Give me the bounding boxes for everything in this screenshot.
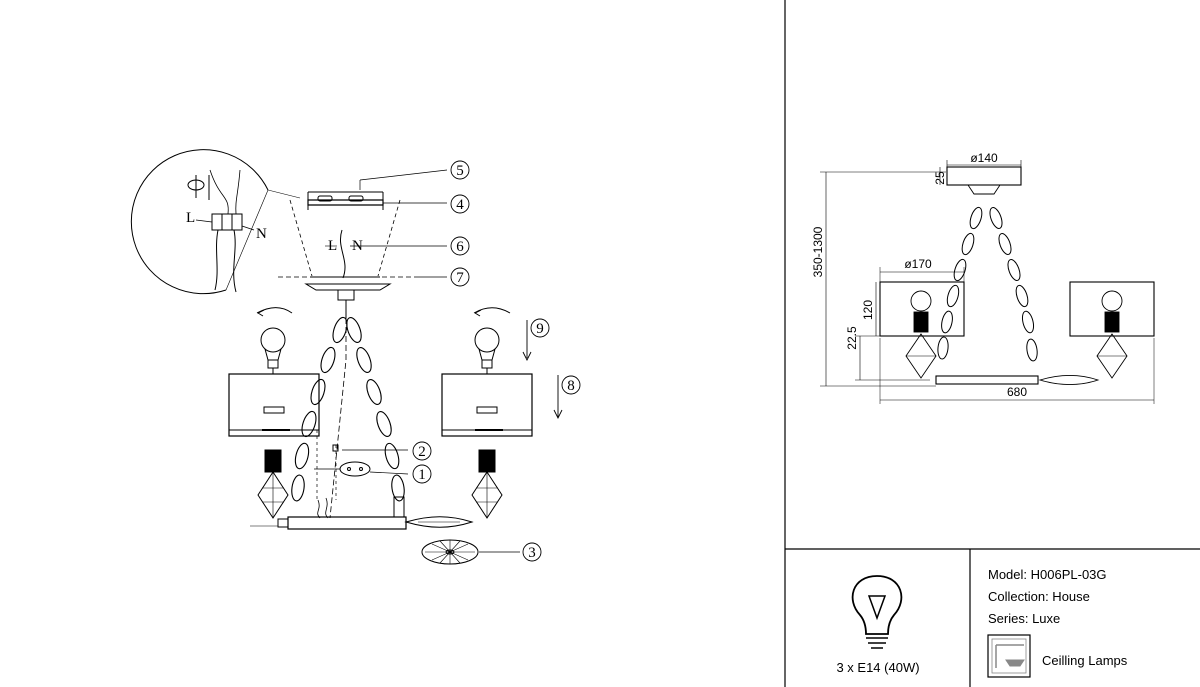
callout-1: 1 xyxy=(418,467,426,483)
callout-2: 2 xyxy=(418,444,426,460)
suspension-height-dim: 350-1300 xyxy=(811,226,825,277)
wiring-detail-icon xyxy=(130,149,301,295)
direction-arrows xyxy=(522,320,563,420)
detail-neutral-label: N xyxy=(256,226,267,242)
lower-bar xyxy=(250,496,474,530)
model-label: Model: H006PL-03G xyxy=(988,567,1107,582)
suspension-chains xyxy=(291,316,405,519)
canopy-height-dim: 25 xyxy=(933,171,947,185)
callout-4: 4 xyxy=(456,197,464,213)
callout-8: 8 xyxy=(567,378,575,394)
rosette xyxy=(421,539,520,565)
callout-labels: 5 4 6 7 9 8 2 1 3 xyxy=(418,163,575,561)
right-lamp xyxy=(441,307,533,519)
mounting-bracket xyxy=(307,169,448,210)
shade-diameter-dim: ø170 xyxy=(904,257,932,271)
shade-height-dim: 120 xyxy=(861,300,875,320)
assembly-drawing: L N L N xyxy=(130,149,581,565)
bulb-spec: 3 x E14 (40W) xyxy=(836,660,920,675)
bulb-icon xyxy=(851,575,903,649)
callout-7: 7 xyxy=(456,270,464,286)
callout-9: 9 xyxy=(536,321,544,337)
panel-borders xyxy=(784,0,1200,687)
collection-label: Collection: House xyxy=(988,589,1090,604)
canopy xyxy=(278,199,447,318)
holder-height-dim: 22.5 xyxy=(845,326,859,350)
dimension-labels: ø140 25 350-1300 ø170 120 22.5 680 xyxy=(811,151,1027,399)
detail-live-label: L xyxy=(186,210,195,226)
left-lamp xyxy=(228,307,320,519)
canopy-diameter-dim: ø140 xyxy=(970,151,998,165)
canopy-neutral-label: N xyxy=(352,238,363,254)
dim-chains xyxy=(937,206,1038,362)
category-label: Ceilling Lamps xyxy=(1042,653,1128,668)
callout-6: 6 xyxy=(456,239,464,255)
overall-width-dim: 680 xyxy=(1007,385,1027,399)
ceiling-lamp-icon xyxy=(987,634,1031,678)
dimension-drawing xyxy=(820,160,1155,404)
callout-5: 5 xyxy=(456,163,464,179)
callout-3: 3 xyxy=(528,545,536,561)
callout-circles xyxy=(412,160,581,562)
series-label: Series: Luxe xyxy=(988,611,1061,626)
canopy-live-label: L xyxy=(328,238,337,254)
